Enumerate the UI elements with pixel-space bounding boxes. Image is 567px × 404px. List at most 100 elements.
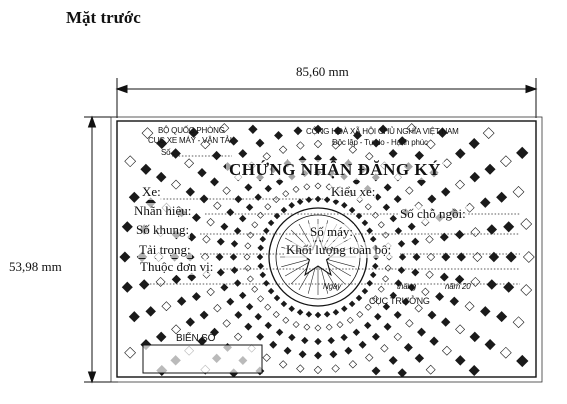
pattern-diamond — [259, 235, 267, 243]
pattern-diamond — [171, 324, 182, 335]
pattern-diamond — [488, 251, 500, 263]
pattern-diamond — [213, 304, 222, 313]
pattern-diamond — [371, 332, 380, 341]
pattern-diamond — [267, 287, 275, 295]
pattern-diamond — [229, 136, 239, 146]
pattern-diamond — [441, 345, 452, 356]
pattern-diamond — [455, 179, 465, 190]
pattern-diamond — [482, 127, 495, 139]
pattern-diamond — [377, 221, 385, 229]
pattern-diamond — [272, 196, 280, 204]
pattern-diamond — [156, 137, 168, 150]
pattern-diamond — [301, 336, 309, 345]
pattern-diamond — [244, 264, 252, 272]
ministry-label: BỘ QUỐC PHÒNG — [158, 126, 225, 135]
pattern-diamond — [331, 141, 340, 150]
pattern-diamond — [325, 323, 333, 331]
pattern-diamond — [366, 227, 373, 234]
pattern-diamond — [263, 280, 270, 287]
pattern-diamond — [397, 368, 407, 378]
pattern-diamond — [472, 252, 483, 262]
pattern-diamond — [188, 127, 199, 138]
date-thang: tháng — [397, 282, 417, 291]
pattern-diamond — [197, 168, 207, 178]
pattern-diamond — [314, 324, 322, 332]
field-nhan-hieu: Nhãn hiệu: — [133, 203, 193, 219]
pattern-diamond — [340, 333, 348, 342]
pattern-diamond — [378, 124, 388, 134]
dotted-lines — [140, 155, 520, 285]
plate-box — [142, 344, 263, 374]
pattern-diamond — [484, 339, 496, 351]
pattern-diamond — [243, 253, 251, 261]
page-heading: Mặt trước — [66, 8, 141, 27]
pattern-diamond — [244, 183, 253, 192]
pattern-diamond — [272, 311, 280, 318]
pattern-diamond — [282, 190, 290, 198]
field-so-khung: Số khung: — [135, 222, 191, 238]
pattern-diamond — [191, 292, 201, 302]
pattern-diamond — [388, 149, 398, 158]
pattern-diamond — [352, 328, 361, 336]
pattern-diamond — [348, 300, 356, 308]
pattern-diamond — [364, 203, 372, 211]
pattern-diamond — [382, 303, 391, 311]
pattern-diamond — [398, 253, 407, 261]
card-outer-border — [110, 116, 543, 383]
pattern-diamond — [292, 185, 300, 193]
pattern-diamond — [257, 244, 264, 252]
plate-label: BIỂN SỐ — [176, 333, 216, 344]
pattern-diamond — [121, 221, 133, 233]
pattern-diamond — [369, 271, 377, 279]
pattern-diamond — [406, 123, 417, 134]
pattern-diamond — [361, 219, 369, 227]
pattern-diamond — [355, 212, 363, 220]
pattern-diamond — [364, 321, 372, 330]
pattern-diamond — [365, 152, 374, 161]
department-label: CỤC XE MÁY - VẬN TẢI — [148, 136, 232, 145]
pattern-diamond — [278, 145, 288, 154]
pattern-diamond — [329, 350, 338, 359]
pattern-diamond — [327, 336, 335, 345]
pattern-diamond — [469, 331, 481, 343]
pattern-diamond — [468, 364, 480, 377]
pattern-diamond — [185, 317, 195, 327]
field-thuoc-don-vi: Thuộc đơn vị: — [139, 259, 215, 275]
pattern-diamond — [145, 306, 156, 317]
pattern-diamond — [439, 272, 449, 282]
pattern-diamond — [244, 242, 252, 250]
width-label: 85,60 mm — [296, 64, 349, 79]
pattern-diamond — [256, 332, 265, 341]
pattern-diamond — [389, 214, 397, 223]
pattern-diamond — [267, 219, 275, 227]
pattern-diamond — [141, 127, 154, 139]
field-kieu-xe: Kiểu xe: — [330, 184, 377, 200]
pattern-diamond — [346, 316, 354, 324]
pattern-diamond — [516, 146, 529, 160]
pattern-diamond — [503, 281, 515, 293]
pattern-diamond — [215, 253, 224, 261]
pattern-diamond — [323, 311, 331, 318]
pattern-diamond — [233, 279, 242, 287]
pattern-diamond — [516, 354, 529, 368]
pattern-diamond — [155, 171, 167, 183]
pattern-diamond — [331, 364, 340, 373]
pattern-diamond — [206, 217, 215, 227]
pattern-diamond — [280, 206, 288, 214]
pattern-diamond — [455, 324, 466, 335]
pattern-diamond — [234, 195, 243, 204]
pattern-diamond — [382, 231, 390, 239]
pattern-diamond — [365, 353, 374, 362]
pattern-diamond — [425, 364, 436, 375]
pattern-diamond — [264, 321, 272, 330]
pattern-diamond — [520, 218, 533, 230]
pattern-diamond — [256, 253, 264, 261]
pattern-diamond — [366, 280, 373, 287]
pattern-diamond — [377, 285, 385, 293]
pattern-diamond — [296, 364, 305, 373]
pattern-diamond — [427, 310, 437, 320]
pattern-diamond — [361, 287, 369, 295]
pattern-diamond — [397, 136, 407, 146]
pattern-diamond — [305, 311, 313, 318]
pattern-diamond — [313, 124, 323, 134]
